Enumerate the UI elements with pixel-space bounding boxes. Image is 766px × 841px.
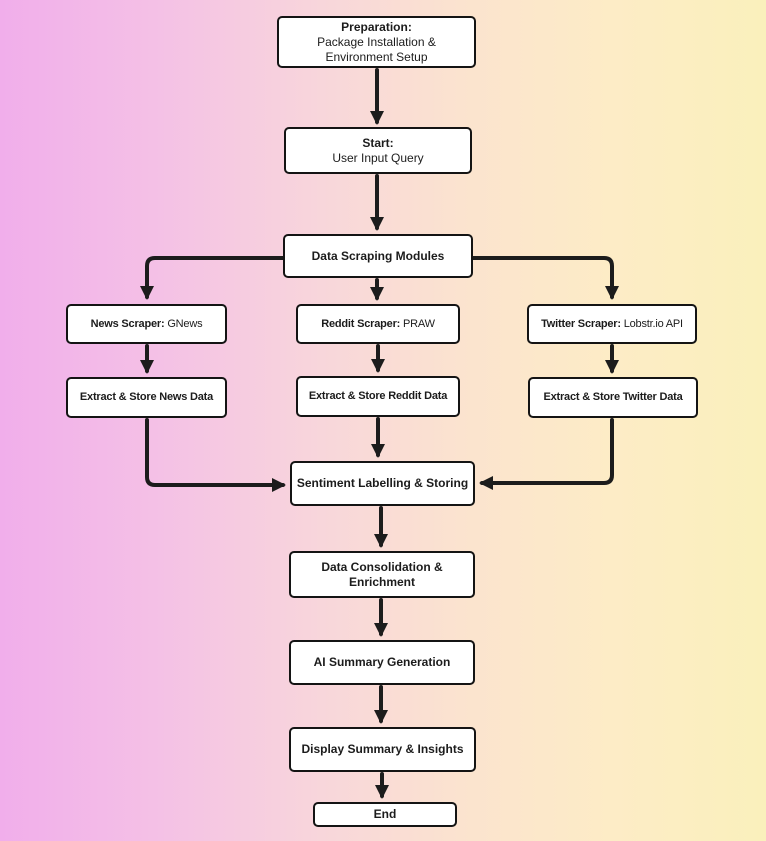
node-reddit-scraper-title: Reddit Scraper: xyxy=(321,317,401,330)
node-extract-twitter-label: Extract & Store Twitter Data xyxy=(543,391,683,403)
node-preparation-subtitle: Package Installation & Environment Setup xyxy=(317,34,436,64)
node-end: End xyxy=(313,802,457,827)
node-news-scraper: News Scraper: GNews xyxy=(66,304,227,344)
node-extract-news: Extract & Store News Data xyxy=(66,377,227,418)
node-data-scraping-modules-label: Data Scraping Modules xyxy=(311,248,445,263)
arrow-extractnews-sentiment xyxy=(145,418,286,492)
node-end-label: End xyxy=(373,807,397,821)
node-twitter-scraper: Twitter Scraper: Lobstr.io API xyxy=(527,304,697,344)
node-preparation-title: Preparation: xyxy=(341,19,412,34)
node-extract-reddit-label: Extract & Store Reddit Data xyxy=(308,390,448,402)
node-display-summary: Display Summary & Insights xyxy=(289,727,476,772)
node-display-summary-label: Display Summary & Insights xyxy=(301,742,464,756)
node-start-title: Start: xyxy=(362,135,394,150)
node-sentiment-labelling-label: Sentiment Labelling & Storing xyxy=(296,476,469,490)
node-data-scraping-modules: Data Scraping Modules xyxy=(283,234,473,278)
node-extract-news-label: Extract & Store News Data xyxy=(79,391,214,403)
node-ai-summary-label: AI Summary Generation xyxy=(313,655,451,669)
node-reddit-scraper-value: PRAW xyxy=(402,317,435,330)
node-start-subtitle: User Input Query xyxy=(332,150,424,165)
node-twitter-scraper-title: Twitter Scraper: xyxy=(541,317,621,330)
node-news-scraper-title: News Scraper: xyxy=(90,317,165,330)
node-start: Start: User Input Query xyxy=(284,127,472,174)
arrow-extracttwitter-sentiment xyxy=(479,418,614,490)
node-news-scraper-value: GNews xyxy=(167,317,203,330)
node-preparation: Preparation: Package Installation & Envi… xyxy=(277,16,476,68)
arrow-scraping-twitter xyxy=(470,256,619,300)
node-extract-reddit: Extract & Store Reddit Data xyxy=(296,376,460,417)
arrow-scraping-news xyxy=(140,256,286,300)
node-extract-twitter: Extract & Store Twitter Data xyxy=(528,377,698,418)
node-sentiment-labelling: Sentiment Labelling & Storing xyxy=(290,461,475,506)
node-data-consolidation: Data Consolidation & Enrichment xyxy=(289,551,475,598)
node-twitter-scraper-value: Lobstr.io API xyxy=(623,317,683,330)
node-data-consolidation-label: Data Consolidation & Enrichment xyxy=(321,559,443,589)
node-ai-summary: AI Summary Generation xyxy=(289,640,475,685)
node-reddit-scraper: Reddit Scraper: PRAW xyxy=(296,304,460,344)
